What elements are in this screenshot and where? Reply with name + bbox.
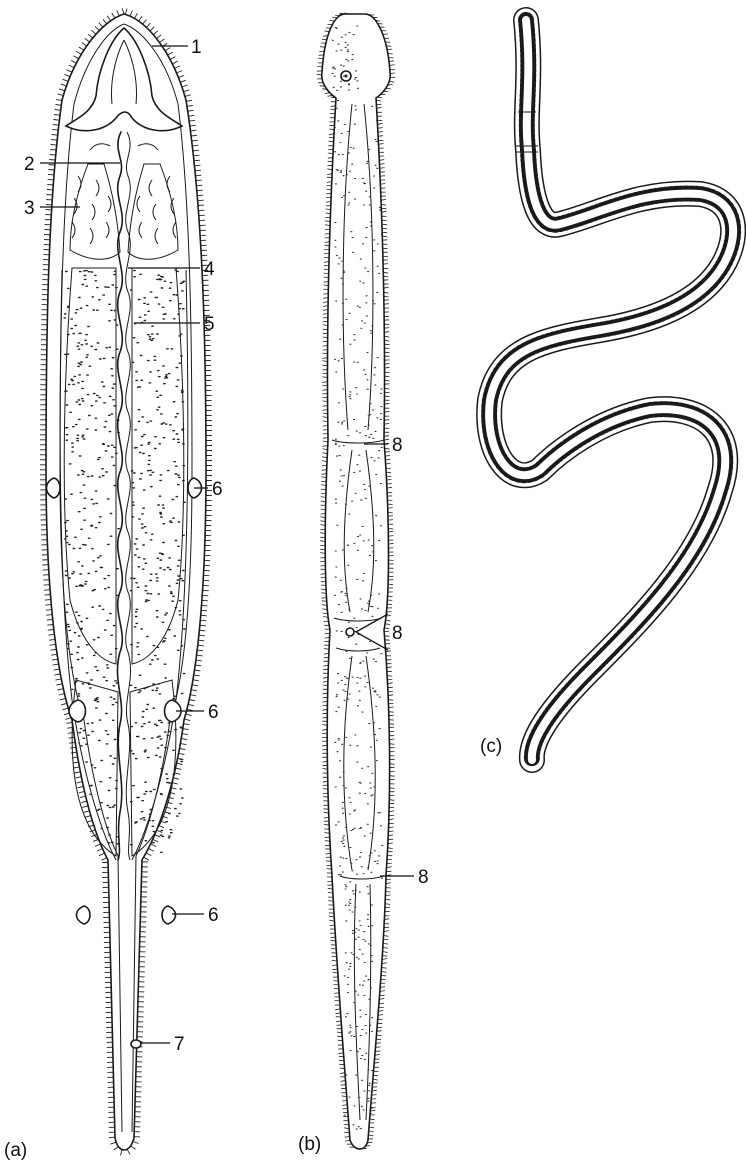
panel-b-outer-body xyxy=(322,14,391,1149)
callout-7: 7 xyxy=(174,1034,185,1055)
callout-8-third: 8 xyxy=(418,867,429,888)
callout-8-first: 8 xyxy=(392,435,403,456)
callout-3: 3 xyxy=(24,198,35,219)
callout-6-upper: 6 xyxy=(212,479,223,500)
panel-label-c: (c) xyxy=(480,736,502,757)
callout-1: 1 xyxy=(191,37,202,58)
callout-8-second: 8 xyxy=(392,623,403,644)
callout-4: 4 xyxy=(204,259,215,280)
callout-2: 2 xyxy=(24,154,35,175)
callout-5: 5 xyxy=(204,314,215,335)
panel-b-drawing xyxy=(317,13,396,1149)
callout-6-lower: 6 xyxy=(208,905,219,926)
callout-6-middle: 6 xyxy=(208,702,219,723)
panel-label-a: (a) xyxy=(4,1140,27,1161)
panel-a-drawing xyxy=(40,8,212,1155)
panel-label-b: (b) xyxy=(298,1134,321,1155)
panel-c-drawing xyxy=(489,20,733,760)
